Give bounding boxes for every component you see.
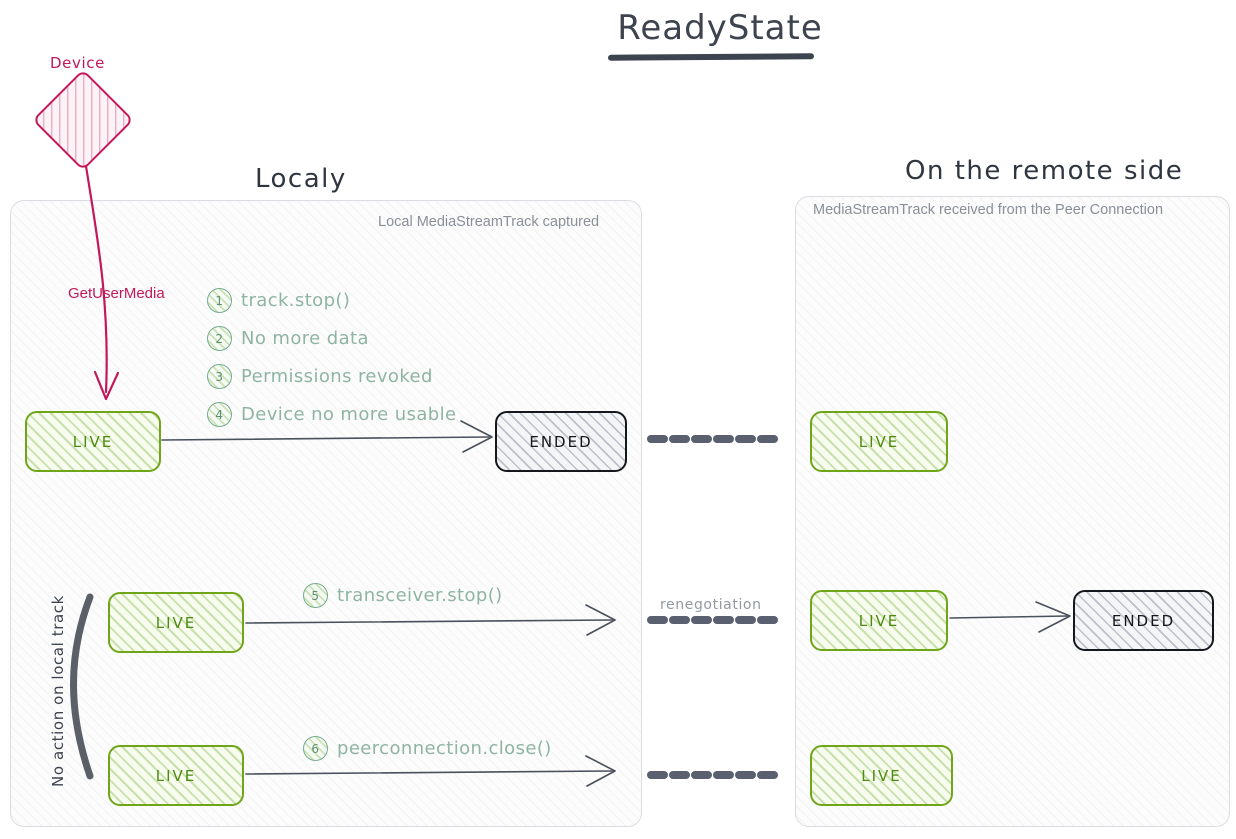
- remote-section-caption: On the remote side: [905, 156, 1184, 186]
- renegotiation-label: renegotiation: [660, 597, 762, 613]
- local-panel: [10, 200, 642, 827]
- note-item-3: 3 Permissions revoked: [207, 364, 433, 389]
- getusermedia-label: GetUserMedia: [68, 285, 165, 302]
- remote-live-row1: LIVE: [810, 411, 948, 472]
- remote-live-row3: LIVE: [810, 745, 953, 806]
- edge-text: transceiver.stop(): [337, 585, 503, 606]
- edge-text: peerconnection.close(): [337, 738, 552, 759]
- title-underline: [607, 53, 815, 61]
- edge-number: 6: [303, 736, 328, 761]
- local-section-caption: Localy: [255, 164, 347, 194]
- remote-panel: [795, 196, 1230, 827]
- brace-note-label: No action on local track: [49, 595, 67, 787]
- local-live-row1: LIVE: [25, 411, 161, 472]
- note-item-2: 2 No more data: [207, 326, 369, 351]
- note-label: No more data: [241, 328, 369, 349]
- device-label: Device: [50, 54, 105, 72]
- edge-number: 5: [303, 583, 328, 608]
- local-live-row3: LIVE: [108, 745, 244, 806]
- note-number: 1: [207, 288, 232, 313]
- note-number: 2: [207, 326, 232, 351]
- edge-label-6: 6 peerconnection.close(): [303, 736, 552, 761]
- edge-label-5: 5 transceiver.stop(): [303, 583, 503, 608]
- note-item-1: 1 track.stop(): [207, 288, 350, 313]
- remote-live-row2: LIVE: [810, 590, 948, 651]
- remote-panel-label: MediaStreamTrack received from the Peer …: [813, 202, 1164, 218]
- device-node: [32, 69, 134, 171]
- page-title: ReadyState: [617, 8, 823, 48]
- note-label: Device no more usable: [241, 404, 457, 425]
- local-live-row2: LIVE: [108, 592, 244, 653]
- note-label: Permissions revoked: [241, 366, 433, 387]
- note-number: 4: [207, 402, 232, 427]
- note-number: 3: [207, 364, 232, 389]
- note-item-4: 4 Device no more usable: [207, 402, 457, 427]
- local-panel-label: Local MediaStreamTrack captured: [378, 214, 600, 230]
- note-label: track.stop(): [241, 290, 351, 311]
- remote-ended-row2: ENDED: [1073, 590, 1214, 651]
- local-ended-row1: ENDED: [495, 411, 627, 472]
